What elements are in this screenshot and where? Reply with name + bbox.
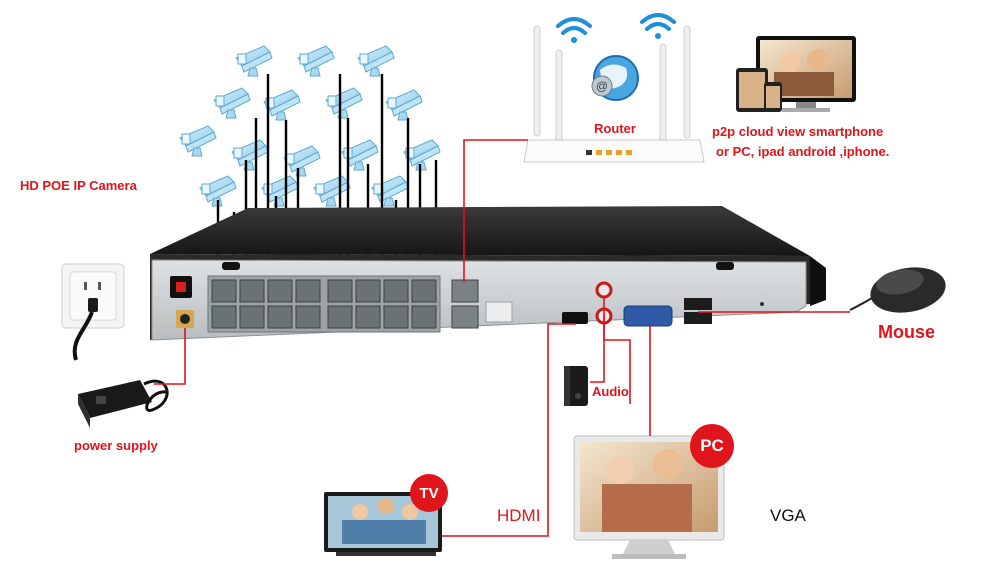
camera-icon [180,126,216,156]
camera-icon [232,140,268,170]
pc-badge: PC [690,424,734,468]
devices-icon [736,36,856,112]
hdmi-label: HDMI [497,506,540,526]
camera-icon [358,46,394,76]
mouse-label: Mouse [878,322,935,343]
camera-icon [386,90,422,120]
speaker-icon [564,366,588,406]
camera-icon [404,140,440,170]
svg-text:@: @ [596,79,608,93]
camera-icon [214,88,250,118]
camera-icon [298,46,334,76]
vga-label: VGA [770,506,806,526]
camera-icon [314,176,350,206]
router-label: Router [594,121,636,136]
wall-socket-icon [62,264,124,360]
connection-lines [154,140,850,536]
poe-port-bank [208,276,440,332]
camera-icon [326,88,362,118]
power-supply-label: power supply [74,438,158,453]
camera-icon [236,46,272,76]
audio-label: Audio [592,384,629,399]
nvr-recorder [150,206,826,340]
tv-badge: TV [410,474,448,512]
mouse-icon [850,262,949,319]
camera-icon [284,146,320,176]
camera-label: HD POE IP Camera [20,178,137,193]
camera-icon [264,90,300,120]
wifi-icon [558,15,674,43]
globe-icon: @ [592,56,638,100]
power-adapter-icon [78,380,167,428]
cloud-label-line1: p2p cloud view smartphone [712,124,883,139]
cloud-label-line2: or PC, ipad android ,iphone. [716,144,889,159]
ip-camera-group [180,46,440,206]
camera-icon [372,176,408,206]
